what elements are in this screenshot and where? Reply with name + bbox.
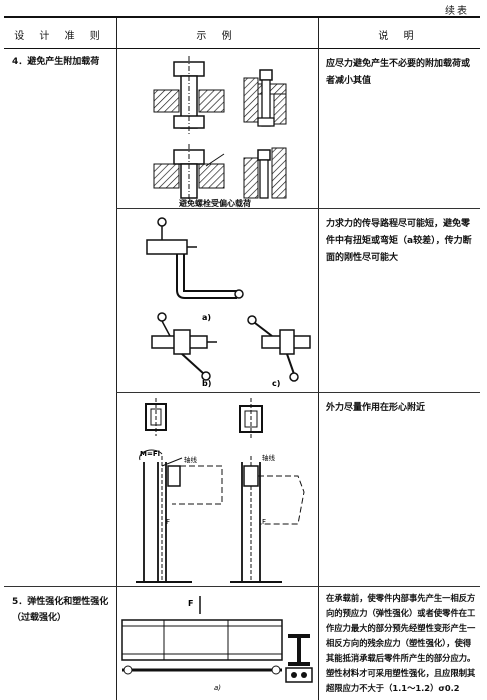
centroid-force-figure: M=Fl 轴线 F 轴线 F [136, 398, 305, 583]
label-moment: M=Fl [140, 450, 160, 458]
row-divider [116, 208, 480, 209]
principle-avoid-additional-load: 4．避免产生附加载荷 [12, 57, 100, 67]
label-force-F: F [188, 599, 193, 608]
label-a: a) [202, 313, 211, 322]
explanation-row-4: 在承载前，使零件内部事先产生一相反方向的预应力（弹性强化）或者使零件在工作应力最… [326, 593, 476, 693]
force-path-figure: a) b) c) [146, 217, 311, 388]
principle-strengthening: 5．弹性强化和塑性强化（过载强化） [12, 597, 109, 623]
label-force-left: F [166, 518, 170, 526]
column-divider [116, 18, 117, 700]
label-axis-left: 轴线 [184, 455, 198, 464]
label-a-beam: a) [214, 684, 221, 692]
row-divider [116, 392, 480, 393]
label-c: c) [272, 379, 280, 388]
explanation-row-2: 力求力的传导路程尽可能短，避免零件中有扭矩或弯矩（a较差），传力断面的刚性尽可能… [326, 219, 472, 263]
column-divider [318, 18, 319, 700]
table-header: 设 计 准 则 示 例 说 明 [4, 18, 480, 49]
design-table: 设 计 准 则 示 例 说 明 4．避免产生附加载荷 应尽力避免产生不必要的附加… [4, 16, 480, 700]
continued-label: 续表 [445, 6, 469, 17]
header-explanation: 说 明 [378, 31, 420, 42]
bolt-eccentric-load-figure [153, 56, 287, 202]
explanation-row-1: 应尽力避免产生不必要的附加载荷或者减小其值 [326, 59, 471, 86]
header-principle: 设 计 准 则 [14, 31, 106, 42]
label-b: b) [202, 379, 211, 388]
explanation-row-3: 外力尽量作用在形心附近 [326, 403, 426, 413]
label-axis-right: 轴线 [262, 453, 276, 462]
prestress-beam-figure: F a) [121, 596, 313, 692]
row-divider [4, 586, 480, 587]
figure-caption-bolt: 避免螺栓受偏心载荷 [179, 199, 251, 208]
label-force-right: F [262, 518, 266, 526]
header-example: 示 例 [196, 31, 238, 42]
